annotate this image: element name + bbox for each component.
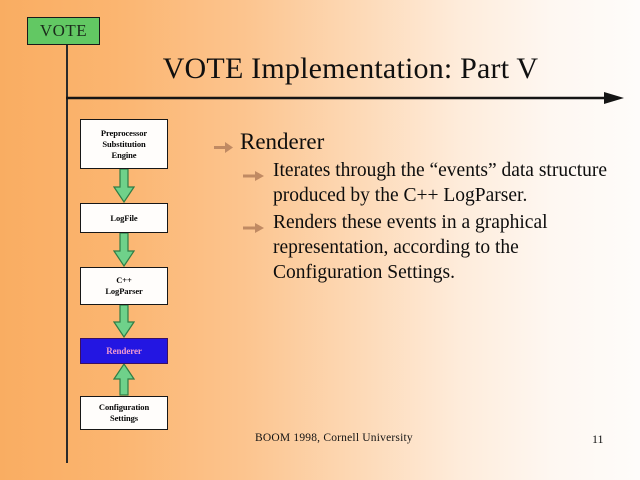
bullet-list: Renderer Iterates through the “events” d… [214, 128, 624, 287]
flow-box-line: C++ [116, 275, 132, 285]
bullet-item-level1[interactable]: Renderer [214, 128, 624, 155]
flow-box-line: Substitution [102, 138, 146, 149]
flow-box-line: LogParser [105, 286, 143, 296]
vertical-divider-rule [66, 45, 68, 463]
flow-box-configuration-settings[interactable]: Configuration Settings [80, 396, 168, 430]
bullet-item-level2[interactable]: Iterates through the “events” data struc… [243, 158, 624, 208]
flow-arrow-down-1 [113, 169, 135, 203]
footer-credit: BOOM 1998, Cornell University [255, 432, 413, 444]
bullet-text: Iterates through the “events” data struc… [273, 160, 608, 206]
flow-box-line: Configuration [98, 402, 150, 412]
flow-box-line: Settings [109, 413, 138, 423]
footer-page-number: 11 [592, 432, 604, 446]
flow-box-line: Preprocessor [100, 127, 148, 138]
right-arrow-icon [214, 133, 233, 160]
bullet-text: Renderer [240, 129, 325, 154]
flow-arrow-down-2 [113, 233, 135, 267]
vote-badge-label: VOTE [39, 21, 88, 40]
flow-box-preprocessor-substitution-engine[interactable]: Preprocessor Substitution Engine [80, 119, 168, 169]
flow-arrow-down-3 [113, 305, 135, 338]
bullet-text: Renders these events in a graphical repr… [273, 212, 548, 283]
flow-box-line: Renderer [106, 345, 142, 356]
flow-box-line: Engine [111, 149, 137, 160]
title-underline-arrow [66, 92, 624, 104]
flow-box-cpp-logparser[interactable]: C++ LogParser [80, 267, 168, 305]
slide-title: VOTE Implementation: Part V [162, 52, 539, 85]
right-arrow-icon [243, 164, 264, 189]
flow-box-logfile[interactable]: LogFile [80, 203, 168, 233]
flow-box-renderer[interactable]: Renderer [80, 338, 168, 364]
flow-arrow-up-4 [113, 364, 135, 396]
pipeline-flowchart: Preprocessor Substitution Engine LogFile… [80, 119, 170, 430]
right-arrow-icon [243, 216, 264, 241]
bullet-item-level2[interactable]: Renders these events in a graphical repr… [243, 210, 624, 285]
vote-badge[interactable]: VOTE [27, 17, 100, 45]
flow-box-line: LogFile [110, 212, 138, 223]
